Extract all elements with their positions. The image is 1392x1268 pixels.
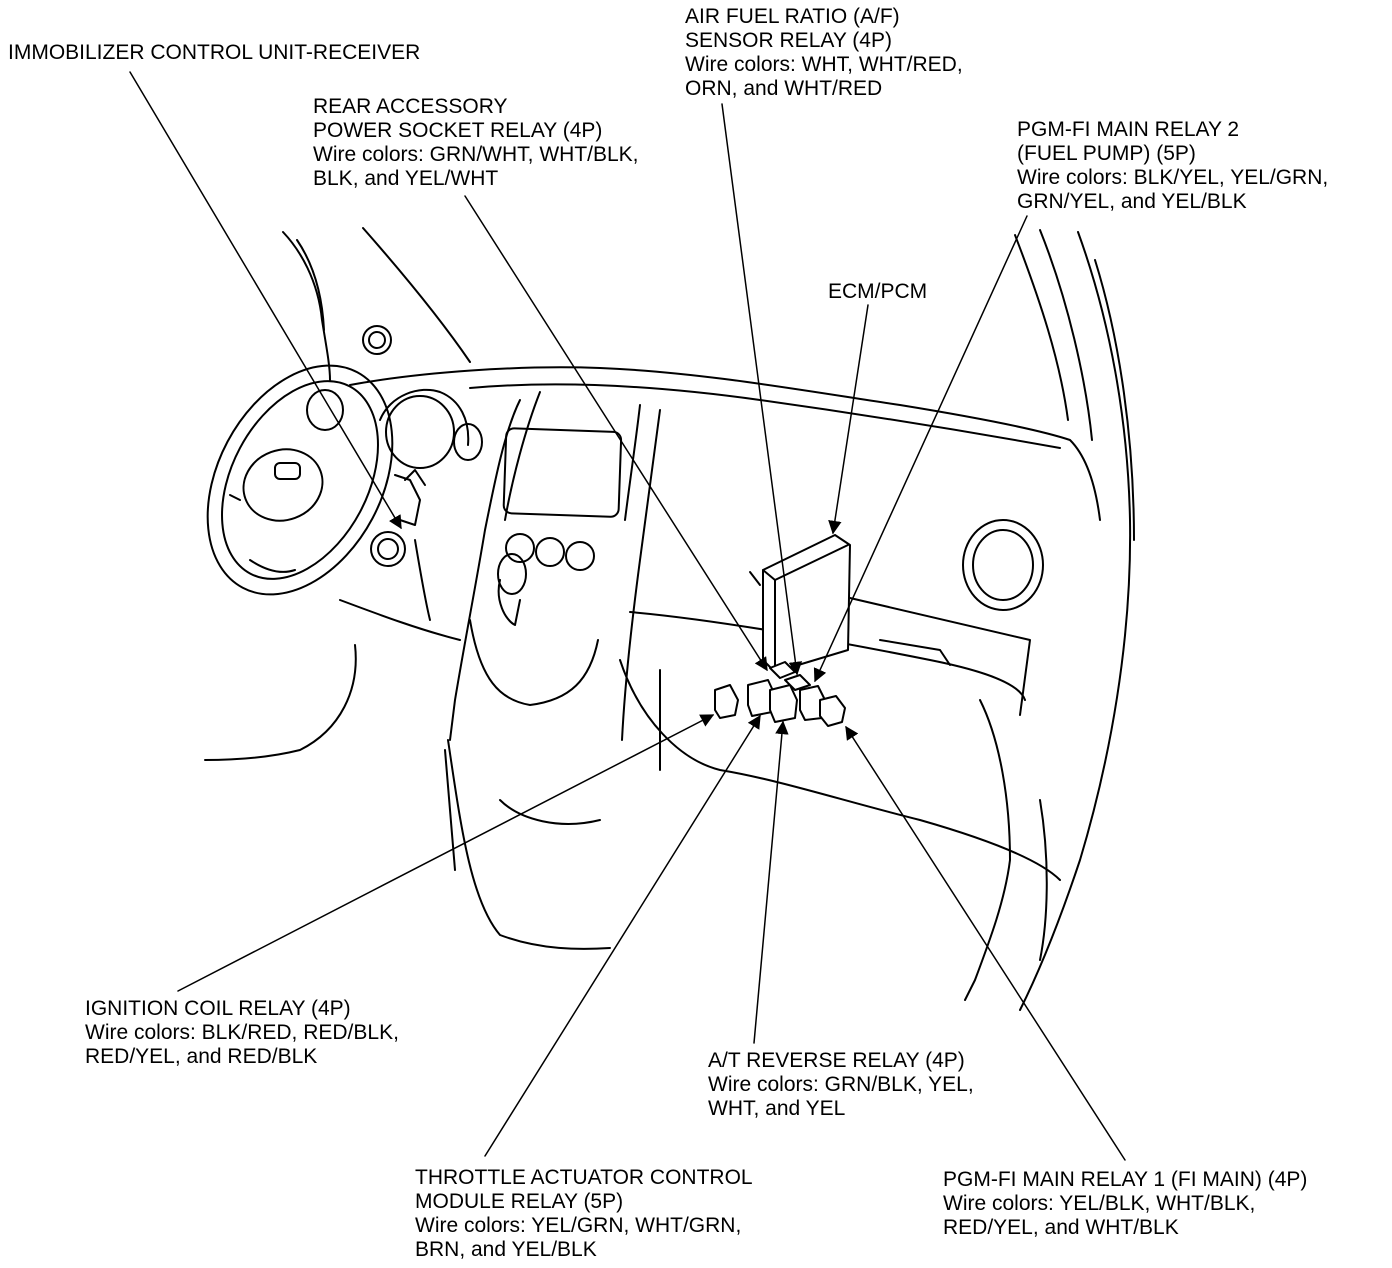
leader-ignition [177,714,715,992]
leader-rear-accessory [464,195,768,672]
label-pgm-fi-main-relay-1: PGM-FI MAIN RELAY 1 (FI MAIN) (4P) Wire … [943,1168,1308,1239]
dashboard-top-inner [469,383,1061,449]
label-at-reverse-relay: A/T REVERSE RELAY (4P) Wire colors: GRN/… [708,1049,974,1120]
label-throttle-actuator-relay: THROTTLE ACTUATOR CONTROL MODULE RELAY (… [415,1166,753,1261]
label-ecm-pcm: ECM/PCM [828,280,928,303]
leader-at-reverse [753,720,789,1044]
ecm-pcm-unit [762,534,851,673]
lower-dash-left [339,599,461,641]
lower-dash-right [964,699,1011,1001]
ignition-switch [370,469,426,567]
windshield-pillar-left [282,227,471,381]
leader-throttle [484,714,761,1157]
steering-wheel [206,364,394,596]
windshield-pillar-right [1014,229,1135,1011]
leader-pgm-fi-2 [813,215,1028,683]
leader-immobilizer [129,71,402,530]
instrument-cluster [306,388,483,469]
center-console [444,391,661,950]
label-af-sensor-relay: AIR FUEL RATIO (A/F) SENSOR RELAY (4P) W… [685,5,963,100]
dashboard-top [349,366,1101,521]
right-air-vent [962,519,1044,611]
relay-cluster [714,661,846,727]
label-ignition-coil-relay: IGNITION COIL RELAY (4P) Wire colors: BL… [85,997,399,1068]
leader-ecm [828,304,869,535]
label-immobilizer: IMMOBILIZER CONTROL UNIT-RECEIVER [8,41,421,64]
label-pgm-fi-main-relay-2: PGM-FI MAIN RELAY 2 (FUEL PUMP) (5P) Wir… [1017,118,1329,213]
leader-af-sensor [721,103,803,676]
label-rear-accessory-relay: REAR ACCESSORY POWER SOCKET RELAY (4P) W… [313,95,639,190]
glove-box [619,571,1061,881]
leader-lines [129,71,1126,1161]
leader-pgm-fi-1 [845,725,1126,1161]
